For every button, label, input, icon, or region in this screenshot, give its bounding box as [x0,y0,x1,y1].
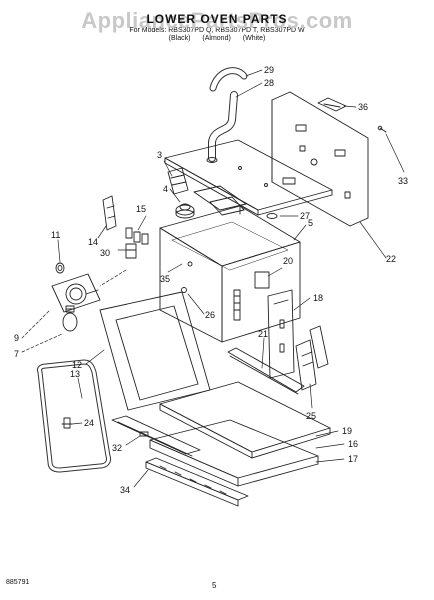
hinge-receiver [102,195,117,231]
storage-drawer [149,419,319,487]
rear-panel [271,91,369,227]
top-panel [164,139,333,216]
oven-cavity [159,205,301,343]
callout-15: 15 [136,204,146,214]
callout-25: 25 [306,411,316,421]
color-white: (White) [242,35,266,42]
screw [377,125,387,133]
callout-21: 21 [258,329,268,339]
callout-3: 3 [157,150,162,160]
side-trim [267,289,295,379]
callout-5: 5 [308,218,313,228]
callout-28: 28 [264,78,274,88]
kick-plate [111,415,201,457]
callout-17: 17 [348,454,358,464]
callout-36: 36 [358,102,368,112]
callout-11: 11 [51,230,60,240]
callout-32: 32 [112,443,122,453]
vent-tube [208,67,248,162]
callout-labels: 29 28 36 3 33 4 15 27 5 11 14 30 22 20 3… [14,65,408,495]
light-bulb [62,305,78,332]
callout-22: 22 [386,254,396,264]
callout-35: 35 [160,274,170,284]
watermark-logo: AppliancePartsPros.com [81,8,353,33]
callout-29: 29 [264,65,274,75]
door-frame [99,291,211,411]
callout-24: 24 [84,418,94,428]
callout-34: 34 [120,485,130,495]
bottom-panel [159,381,331,459]
color-almond: (Almond) [202,35,231,42]
callout-20: 20 [283,256,293,266]
callout-30: 30 [100,248,110,258]
page-number: 5 [212,581,217,590]
diagram-code: 885791 [6,579,30,586]
door-latch [61,417,73,429]
vent-strip [145,457,249,507]
callout-7: 7 [14,349,19,359]
callout-9: 9 [14,333,19,343]
light-socket [125,243,137,259]
top-bracket [317,97,347,112]
callout-27: 27 [300,211,310,221]
lamp-nut [55,262,65,274]
color-variants: (Black) (Almond) (White) [0,35,434,42]
callout-19: 19 [342,426,352,436]
callout-33: 33 [398,176,408,186]
callout-12: 12 [72,360,82,370]
color-black: (Black) [168,35,191,42]
callout-18: 18 [313,293,323,303]
thermostat-sensor [175,203,195,219]
header: AppliancePartsPros.com LOWER OVEN PARTS … [0,8,434,42]
model-numbers: For Models: RBS307PD Q, RBS307PD T, RBS3… [129,27,305,34]
leader-lines [21,69,405,488]
callout-13: 13 [70,369,80,379]
callout-26: 26 [205,310,215,320]
door-gasket [37,359,111,473]
callout-16: 16 [348,439,358,449]
callout-4: 4 [163,184,168,194]
page-title: LOWER OVEN PARTS [146,12,288,26]
bottom-rail [227,347,305,395]
hinge-bracket [125,227,149,245]
heat-shield [167,167,189,195]
door-hinge [295,325,329,391]
bake-element-bracket [193,185,247,216]
oven-light-assembly [51,273,101,313]
screw [266,213,278,219]
callout-14: 14 [88,237,98,247]
